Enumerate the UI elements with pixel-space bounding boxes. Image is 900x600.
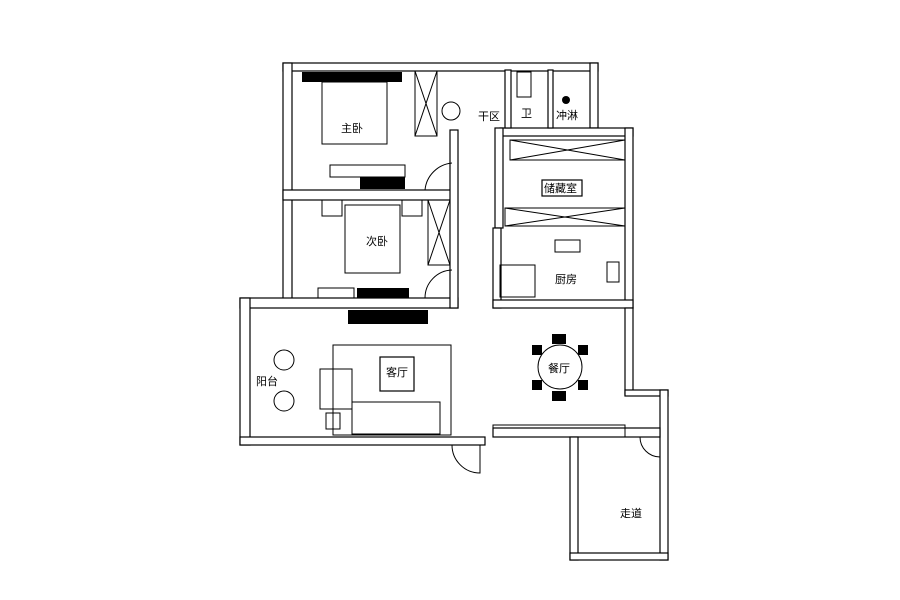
room-label-master-bedroom: 主卧: [341, 122, 363, 135]
living-furniture: [273, 344, 452, 436]
room-label-bathroom: 卫: [521, 107, 532, 120]
fixtures: [441, 71, 620, 298]
room-label-second-bedroom: 次卧: [366, 234, 388, 248]
room-label-corridor: 走道: [620, 506, 642, 520]
dining-table: [532, 334, 588, 401]
room-label-dry-area: 干区: [478, 110, 500, 123]
doors: [424, 162, 661, 474]
room-label-balcony: 阳台: [256, 374, 278, 388]
room-label-kitchen: 厨房: [555, 273, 577, 286]
walls: [239, 62, 669, 561]
living-label-box: [379, 356, 415, 392]
room-label-shower: 冲淋: [556, 108, 578, 122]
storage-label-box: [541, 179, 583, 197]
room-label-dining: 餐厅: [548, 361, 570, 375]
wardrobes: [414, 70, 626, 438]
master-bed: [302, 72, 406, 189]
room-label-storage: 储藏室: [544, 181, 577, 195]
second-bed: [317, 199, 428, 324]
room-label-living: 客厅: [386, 365, 408, 379]
